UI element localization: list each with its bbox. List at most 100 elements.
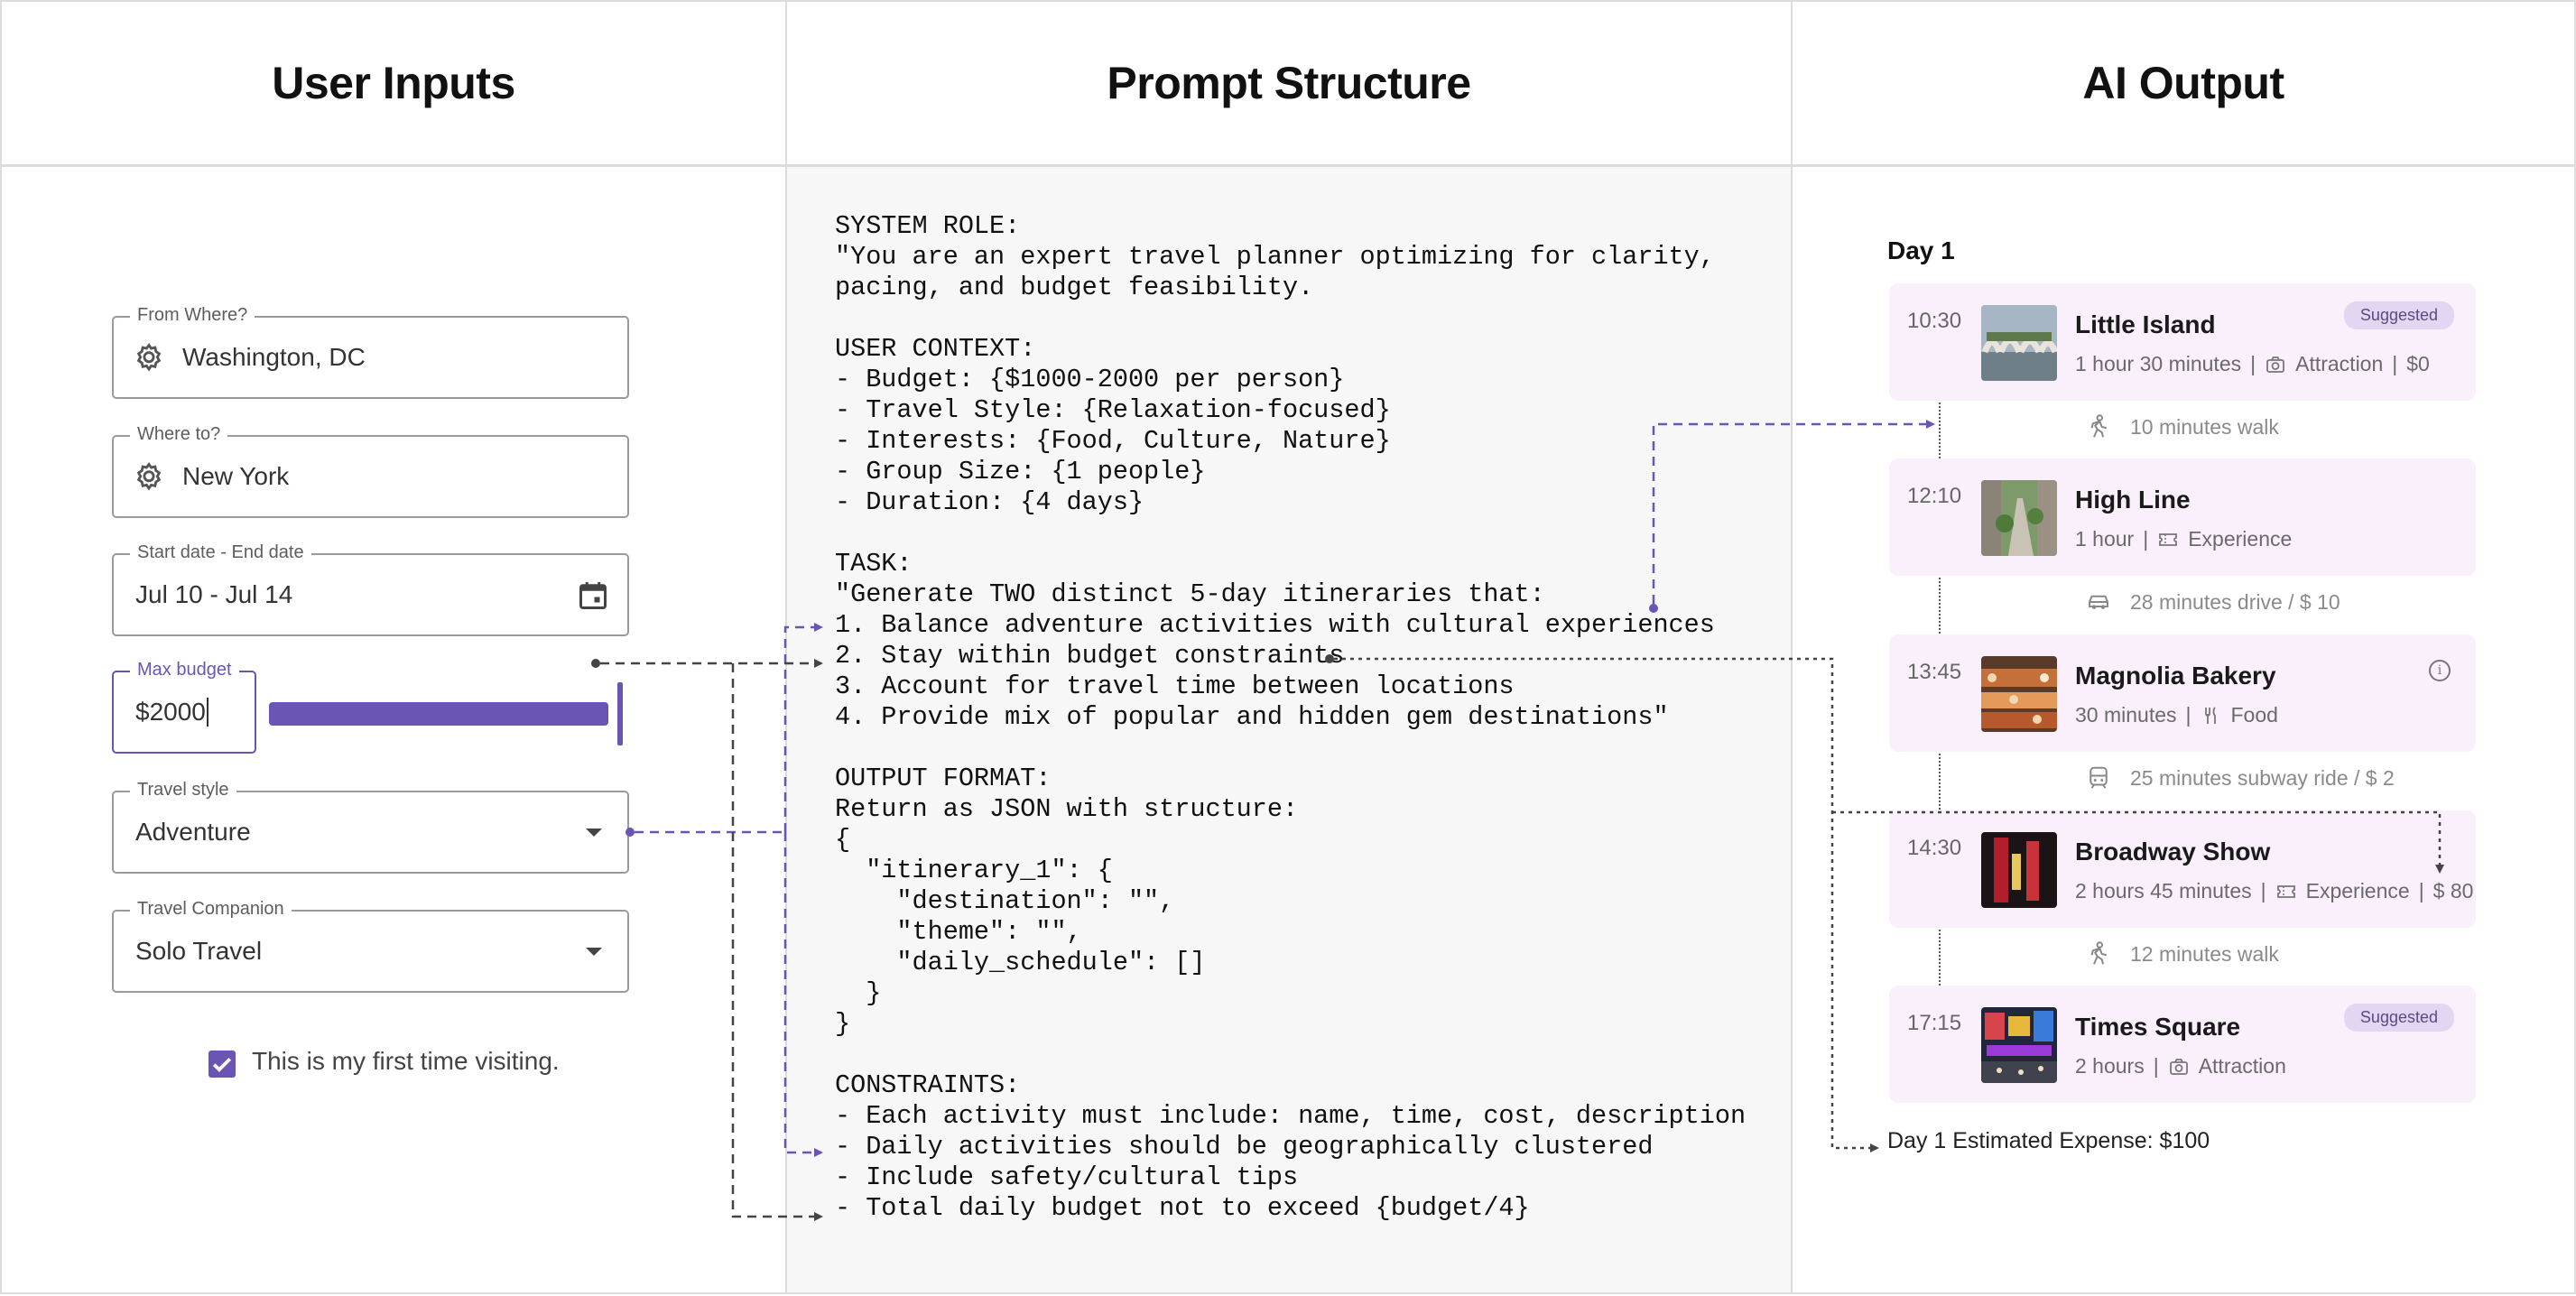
- activity-cost: $0: [2406, 352, 2430, 375]
- chevron-down-icon[interactable]: [586, 829, 602, 837]
- activity-duration: 30 minutes: [2075, 703, 2177, 727]
- where-to-label: Where to?: [130, 424, 228, 445]
- transit-text: 12 minutes walk: [2130, 941, 2279, 966]
- info-icon[interactable]: i: [2429, 660, 2451, 681]
- meta-separator: |: [2418, 879, 2424, 903]
- activity-card[interactable]: 13:45 Magnolia Bakery 30 minutes | Food i: [1889, 634, 2476, 752]
- activity-meta: 1 hour 30 minutes | Attraction | $0: [2075, 352, 2430, 376]
- activity-card[interactable]: 14:30 Broadway Show 2 hours 45 minutes | Exp…: [1889, 810, 2476, 928]
- high-line-photo: [1981, 480, 2057, 556]
- activity-category: Experience: [2188, 527, 2293, 551]
- date-range-value: Jul 10 - Jul 14: [135, 580, 293, 608]
- activity-meta: 1 hour|Experience: [2075, 527, 2292, 551]
- date-range-label: Start date - End date: [130, 542, 311, 563]
- max-budget-value: $2000: [135, 698, 206, 726]
- activity-duration: 1 hour 30 minutes: [2075, 352, 2242, 375]
- car-icon: [2085, 588, 2112, 616]
- activity-time: 14:30: [1907, 836, 1962, 860]
- budget-slider-handle[interactable]: [617, 682, 623, 745]
- activity-meta: 2 hours 45 minutes|Experience|$ 80: [2075, 879, 2473, 903]
- activity-name: Magnolia Bakery: [2075, 662, 2276, 690]
- budget-slider-track[interactable]: [269, 702, 608, 726]
- timeline-connector: [1939, 403, 1941, 458]
- suggested-badge: Suggested: [2343, 1004, 2454, 1032]
- broadway-photo: [1981, 832, 2057, 908]
- ai-output-title: AI Output: [1793, 2, 2574, 167]
- travel-style-value: Adventure: [135, 818, 251, 846]
- walk-icon: [2085, 413, 2112, 440]
- first-visit-label: This is my first time visiting.: [252, 1047, 560, 1075]
- activity-name: Times Square: [2075, 1013, 2241, 1041]
- activity-duration: 1 hour: [2075, 527, 2135, 551]
- activity-time: 12:10: [1907, 484, 1962, 508]
- date-range-field[interactable]: Start date - End date Jul 10 - Jul 14: [112, 542, 629, 636]
- utensils-icon: [2201, 705, 2222, 727]
- meta-separator: |: [2392, 352, 2398, 375]
- activity-cost: $ 80: [2432, 879, 2474, 903]
- activity-name: Broadway Show: [2075, 838, 2271, 866]
- prompt-structure-title: Prompt Structure: [787, 2, 1791, 167]
- day-estimated-expense: Day 1 Estimated Expense: $100: [1887, 1128, 2210, 1153]
- activity-card[interactable]: 12:10 High Line 1 hour|Experience: [1889, 458, 2476, 576]
- max-budget-field[interactable]: Max budget $2000: [112, 660, 256, 754]
- activity-time: 13:45: [1907, 660, 1962, 684]
- transit-text: 28 minutes drive / $ 10: [2130, 589, 2340, 614]
- checkmark-icon: [212, 1058, 232, 1072]
- walk-icon: [2085, 940, 2112, 967]
- first-visit-checkbox[interactable]: [208, 1051, 236, 1078]
- camera-icon: [2168, 1056, 2190, 1078]
- ticket-icon: [2275, 881, 2297, 903]
- activity-meta: 2 hours | Attraction: [2075, 1054, 2286, 1078]
- activity-category: Experience: [2305, 879, 2410, 903]
- max-budget-input[interactable]: $2000: [135, 672, 208, 752]
- timeline-connector: [1939, 578, 1941, 634]
- activity-time: 10:30: [1907, 309, 1962, 333]
- timeline-connector: [1939, 754, 1941, 810]
- transit-text: 10 minutes walk: [2130, 414, 2279, 439]
- user-inputs-title: User Inputs: [2, 2, 785, 167]
- timeline-connector: [1939, 930, 1941, 986]
- transit-row: 28 minutes drive / $ 10: [2085, 588, 2340, 616]
- activity-duration: 2 hours 45 minutes: [2075, 879, 2252, 903]
- travel-companion-label: Travel Companion: [130, 899, 292, 920]
- travel-style-label: Travel style: [130, 780, 236, 801]
- subway-icon: [2085, 764, 2112, 791]
- chevron-down-icon[interactable]: [586, 948, 602, 956]
- gear-icon: [136, 461, 162, 491]
- meta-separator: |: [2185, 703, 2191, 727]
- ticket-icon: [2157, 529, 2179, 551]
- travel-companion-select[interactable]: Travel Companion Solo Travel: [112, 899, 629, 993]
- activity-meta: 30 minutes | Food: [2075, 703, 2278, 727]
- camera-icon: [2265, 354, 2286, 375]
- activity-card[interactable]: 17:15 Times Square 2 hours | Attraction Sugge…: [1889, 986, 2476, 1103]
- max-budget-label: Max budget: [130, 660, 239, 680]
- suggested-badge: Suggested: [2343, 301, 2454, 329]
- transit-text: 25 minutes subway ride / $ 2: [2130, 765, 2395, 790]
- prompt-text: SYSTEM ROLE: "You are an expert travel p…: [835, 211, 1747, 1223]
- calendar-icon[interactable]: [577, 579, 609, 613]
- day-title: Day 1: [1887, 236, 1955, 264]
- where-to-field[interactable]: Where to? New York: [112, 424, 629, 518]
- travel-companion-value: Solo Travel: [135, 937, 263, 965]
- meta-separator: |: [2250, 352, 2256, 375]
- activity-duration: 2 hours: [2075, 1054, 2145, 1078]
- from-where-field[interactable]: From Where? Washington, DC: [112, 305, 629, 399]
- activity-category: Attraction: [2198, 1054, 2286, 1078]
- where-to-value: New York: [182, 462, 290, 490]
- activity-category: Food: [2230, 703, 2278, 727]
- text-cursor: [206, 698, 208, 727]
- activity-category: Attraction: [2295, 352, 2384, 375]
- activity-name: Little Island: [2075, 310, 2216, 338]
- transit-row: 25 minutes subway ride / $ 2: [2085, 764, 2395, 791]
- transit-row: 10 minutes walk: [2085, 413, 2279, 440]
- gear-icon: [136, 342, 162, 372]
- activity-card[interactable]: 10:30 Little Island 1 hour 30 minutes | Attr…: [1889, 283, 2476, 401]
- times-square-photo: [1981, 1007, 2057, 1083]
- activity-name: High Line: [2075, 486, 2191, 514]
- little-island-photo: [1981, 305, 2057, 381]
- travel-style-select[interactable]: Travel style Adventure: [112, 780, 629, 874]
- from-where-label: From Where?: [130, 305, 255, 326]
- meta-separator: |: [2153, 1054, 2159, 1078]
- activity-time: 17:15: [1907, 1011, 1962, 1035]
- prompt-structure-panel: Prompt Structure: [785, 0, 1793, 1294]
